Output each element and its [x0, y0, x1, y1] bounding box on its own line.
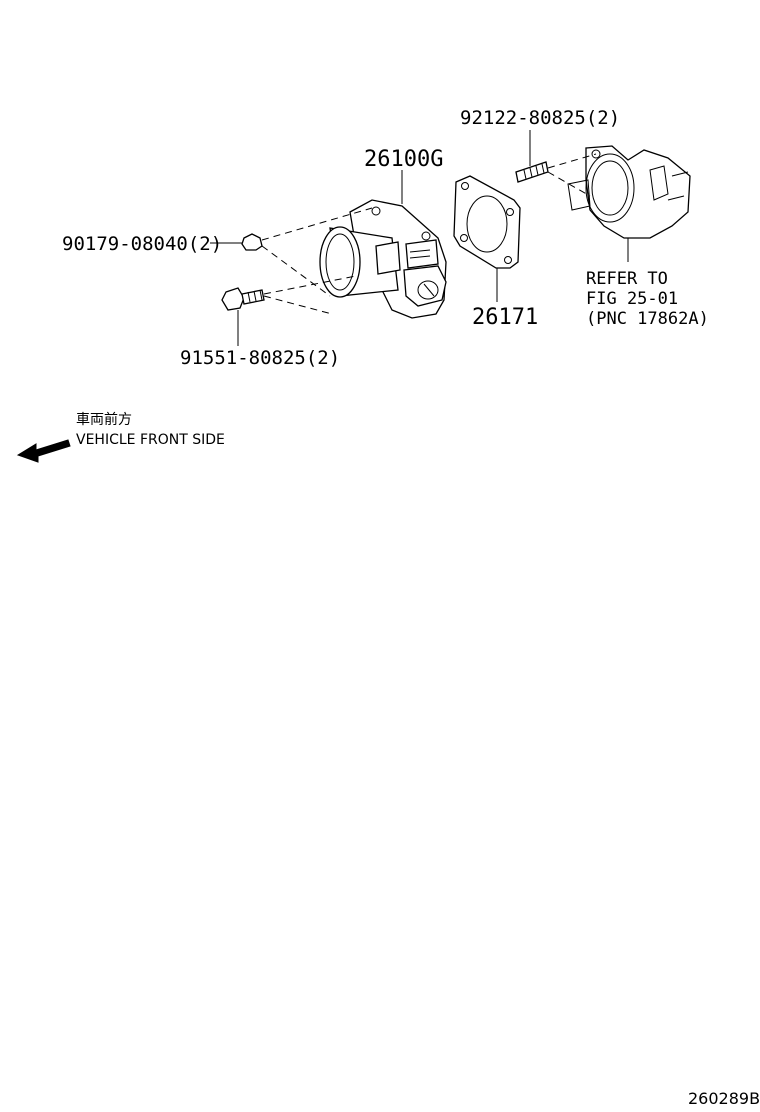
direction-label-japanese: 車両前方 — [76, 411, 132, 428]
bolt-part-number: 91551-80825(2) — [180, 347, 340, 369]
gasket-drawing — [453, 175, 521, 302]
nut-part-number: 90179-08040(2) — [62, 233, 222, 255]
front-arrow-icon — [16, 439, 71, 463]
figure-id: 260289B — [688, 1089, 760, 1108]
gasket-part-number: 26171 — [472, 305, 538, 330]
throttle-body-drawing — [319, 199, 447, 319]
reference-line-2: FIG 25-01 — [586, 289, 678, 309]
stud-part-number: 92122-80825(2) — [460, 107, 620, 129]
reference-line-1: REFER TO — [586, 269, 668, 289]
bolt-drawing — [221, 287, 265, 346]
direction-label-english: VEHICLE FRONT SIDE — [76, 432, 225, 448]
assembly-lines — [261, 153, 597, 315]
throttle-body-part-number: 26100G — [364, 147, 443, 172]
reference-line-3: (PNC 17862A) — [586, 309, 709, 329]
stud-drawing — [515, 130, 549, 183]
intake-chamber-drawing — [567, 145, 691, 262]
nut-drawing — [210, 233, 263, 251]
